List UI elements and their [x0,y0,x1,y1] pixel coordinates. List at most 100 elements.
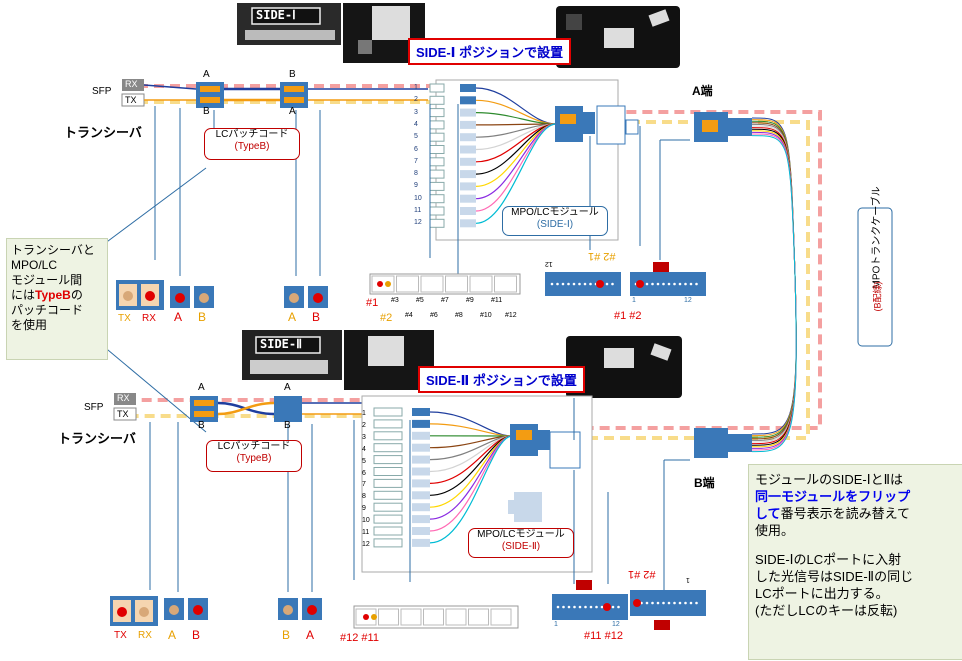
mpo-face-bottom-labels: #11 #12 [584,630,623,642]
icon-rx-top: RX [142,313,156,324]
left-note-1: トランシーバと [11,243,95,257]
patch-top-a-lower: A [289,106,296,117]
right-note-7: LCポートに出力する。 [755,585,961,602]
port-number-bottom: 7 [362,481,366,488]
strip-label-even: #12 [505,312,517,319]
patch-bottom-a-upper: A [198,382,205,393]
side1-photo-right [556,6,680,68]
mpo-fiber-dot [662,602,665,605]
lc-port-top [430,96,444,104]
mpo-face-bottom-right-num1: 1 [686,576,690,583]
strip-label-odd: #7 [441,297,449,304]
lc-patch-title-top: LCパッチコード [205,129,299,141]
lc-adapter-top [460,121,476,129]
mpo-fiber-dot [662,283,665,286]
icon-a2-top: A [288,310,296,324]
mpo-face-top-left [545,272,621,296]
lc-adapter-bottom [412,539,430,547]
module-title-top: MPO/LCモジュール [503,207,607,219]
lc-adapter-top [460,96,476,104]
port-number-top: 1 [414,84,418,91]
lc-adapter-bottom [412,432,430,440]
lc-adapter-top [460,84,476,92]
strip-cell-top [397,276,419,292]
trunk-fiber [752,134,796,450]
strip-cell-bottom [469,609,489,625]
lc-adapter-bottom [412,468,430,476]
lc-port-bottom [374,444,402,452]
port-number-bottom: 5 [362,458,366,465]
left-note-typeb: TypeB [35,288,71,302]
lc-port-bottom [374,420,402,428]
module-side-top: (SIDE-Ⅰ) [503,219,607,231]
strip-label-odd: #3 [391,297,399,304]
mpo-face-top-labels: #1 #2 [614,310,642,322]
port-number-bottom: 11 [362,529,369,536]
right-note: モジュールのSIDE-ⅠとⅡは 同一モジュールをフリップ して番号表示を読み替え… [748,464,962,660]
right-note-6: した光信号はSIDE-Ⅱの同じ [755,568,961,585]
lc-adapter-top [460,219,476,227]
mpo-fiber-dot [668,283,671,286]
icons-bottom-transceiver [110,596,322,626]
right-note-5: SIDE-ⅠのLCポートに入射 [755,551,961,568]
mpo-fiber-dot [651,602,654,605]
lc-adapter-top [460,170,476,178]
port-number-top: 5 [414,133,418,140]
strip-cell-bottom [491,609,511,625]
mpo-fiber-dot [617,606,620,609]
lc-patch-callout-bottom: LCパッチコード (TypeB) [206,440,302,472]
port-number-bottom: 4 [362,446,366,453]
strip-label-even: #4 [405,312,413,319]
lc-port-top [430,146,444,154]
mpo-fiber-dot [679,602,682,605]
lc-patch-type-top: (TypeB) [205,141,299,153]
lc-adapter-bottom [412,420,430,428]
mpo-face-bottom-right-mirror: #2 #1 [628,568,656,580]
mpo-fiber-dot [589,283,592,286]
strip-cell-top [446,276,468,292]
port-number-top: 11 [414,207,421,214]
lc-port-top [430,219,444,227]
a-end-connector [694,112,752,142]
port-number-top: 3 [414,109,418,116]
lc-port-bottom [374,456,402,464]
mpo-fiber-dot [673,283,676,286]
right-note-8: (ただしLCのキーは反転) [755,602,961,619]
strip-dot-b2 [371,614,377,620]
mpo-fiber-dot [657,283,660,286]
icon-a-bottom: A [168,628,176,642]
port-number-top: 2 [414,96,418,103]
mpo-face-bottom-left [552,580,628,620]
lc-port-top [430,133,444,141]
strip-label-odd: #1 [366,297,378,309]
lc-adapter-top [460,146,476,154]
patch-top-b-upper: B [289,69,296,80]
mpo-fiber-dot [573,606,576,609]
mpo-fiber-dot [562,606,565,609]
right-note-spacer [755,539,961,551]
port-number-top: 6 [414,146,418,153]
left-note-7: を使用 [11,318,47,332]
right-note-2: 同一モジュールをフリップ [755,488,961,505]
mpo-face-top-left-mirror: #2 #1 [588,250,616,262]
strip-label-odd: #11 [491,297,502,304]
lc-adapter-bottom [412,408,430,416]
lc-patch-title-bottom: LCパッチコード [207,441,301,453]
lc-adapter-top [460,207,476,215]
tx-label-bottom: TX [117,409,129,419]
patch-bottom-a-upper2: A [284,382,291,393]
lc-port-top [430,121,444,129]
mpo-fiber-dot [601,606,604,609]
lc-adapter-bottom [412,515,430,523]
lc-port-top [430,170,444,178]
side2-position-banner: SIDE-Ⅱ ポジションで設置 [418,366,585,393]
left-note-no: の [71,288,83,302]
mpo-fiber-dot [584,606,587,609]
mpo-fiber-dot [611,283,614,286]
right-note-3: して番号表示を読み替えて [755,505,961,522]
strip-labels-bottom: #12 #11 [340,632,379,644]
mpo-fiber-dot [578,283,581,286]
lc-adapter-top [460,182,476,190]
lc-port-top [430,84,444,92]
